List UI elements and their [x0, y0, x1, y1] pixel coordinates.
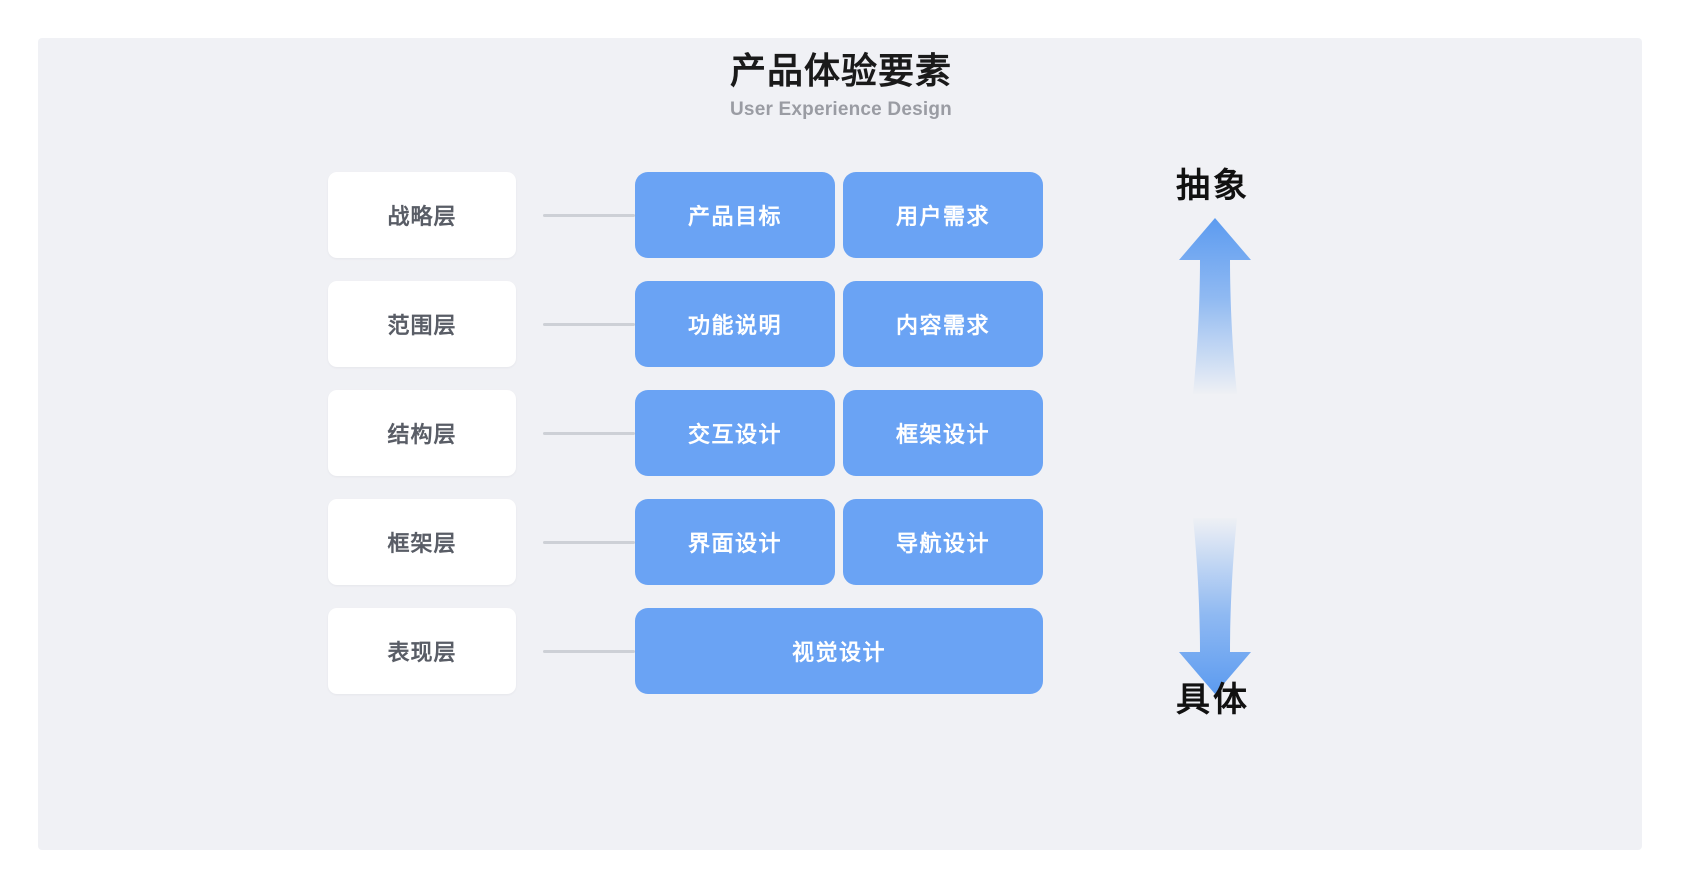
- connector-line: [543, 214, 635, 217]
- card-content-need[interactable]: 内容需求: [843, 281, 1043, 367]
- card-product-goal[interactable]: 产品目标: [635, 172, 835, 258]
- card-interface-design[interactable]: 界面设计: [635, 499, 835, 585]
- connector-line: [543, 432, 635, 435]
- axis-label-concrete: 具体: [1176, 681, 1250, 719]
- page-subtitle: User Experience Design: [730, 99, 952, 120]
- layer-chip-structure[interactable]: 结构层: [328, 390, 516, 476]
- card-user-need[interactable]: 用户需求: [843, 172, 1043, 258]
- connector-line: [543, 541, 635, 544]
- connector-line: [543, 650, 635, 653]
- layer-cards: 功能说明 内容需求: [635, 281, 1043, 367]
- header: 产品体验要素 User Experience Design: [0, 48, 1682, 121]
- layer-chip-skeleton[interactable]: 框架层: [328, 499, 516, 585]
- layer-row: 表现层 视觉设计: [38, 608, 1642, 694]
- layer-chip-scope[interactable]: 范围层: [328, 281, 516, 367]
- layer-cards: 界面设计 导航设计: [635, 499, 1043, 585]
- connector-line: [543, 323, 635, 326]
- abstraction-axis: 抽象: [1123, 158, 1353, 758]
- layer-row: 范围层 功能说明 内容需求: [38, 281, 1642, 367]
- layer-chip-surface[interactable]: 表现层: [328, 608, 516, 694]
- layer-row: 战略层 产品目标 用户需求: [38, 172, 1642, 258]
- card-function-spec[interactable]: 功能说明: [635, 281, 835, 367]
- layer-chip-strategy[interactable]: 战略层: [328, 172, 516, 258]
- layer-row: 结构层 交互设计 框架设计: [38, 390, 1642, 476]
- layer-row: 框架层 界面设计 导航设计: [38, 499, 1642, 585]
- layer-cards: 视觉设计: [635, 608, 1043, 694]
- layer-cards: 交互设计 框架设计: [635, 390, 1043, 476]
- arrow-up-icon: [1175, 216, 1255, 403]
- arrow-down-icon: [1175, 516, 1255, 703]
- card-navigation-design[interactable]: 导航设计: [843, 499, 1043, 585]
- layer-cards: 产品目标 用户需求: [635, 172, 1043, 258]
- axis-label-abstract: 抽象: [1176, 167, 1250, 205]
- card-visual-design[interactable]: 视觉设计: [635, 608, 1043, 694]
- layers-diagram: 战略层 产品目标 用户需求 范围层 功能说明 内容需求 结构层 交互设计 框架设…: [38, 167, 1642, 772]
- content-panel: [38, 38, 1642, 850]
- page-title: 产品体验要素: [729, 50, 952, 91]
- card-interaction-design[interactable]: 交互设计: [635, 390, 835, 476]
- card-wireframe-design[interactable]: 框架设计: [843, 390, 1043, 476]
